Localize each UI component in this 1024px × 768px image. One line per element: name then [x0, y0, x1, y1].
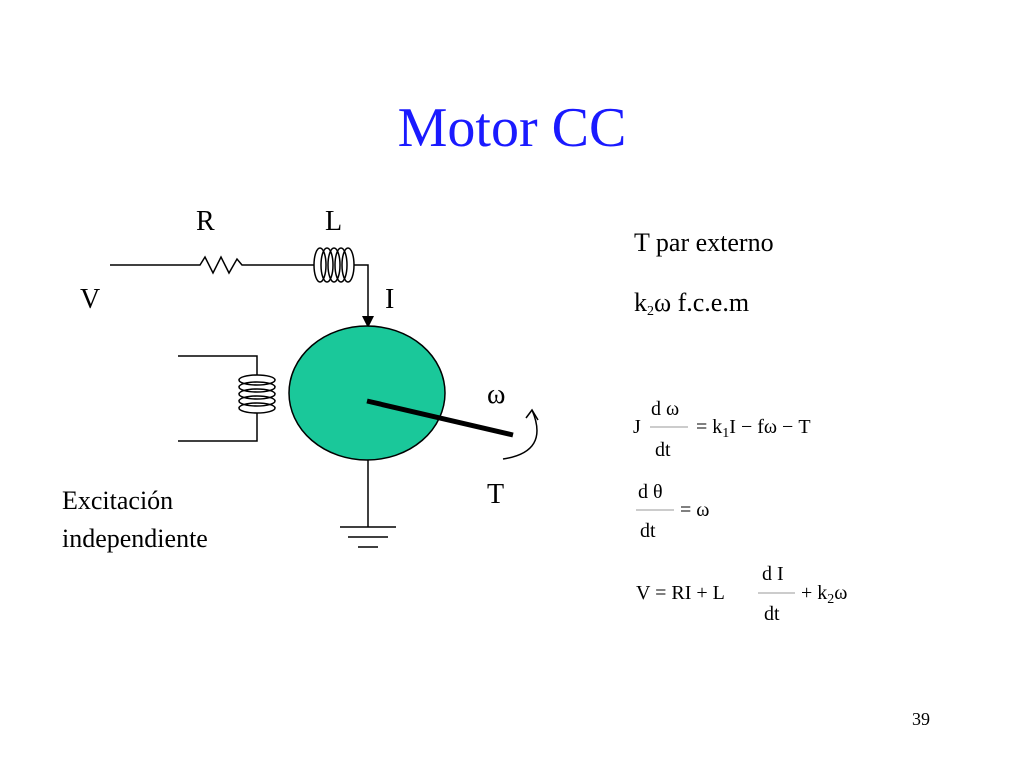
- note-back-emf-sub: 2: [647, 304, 654, 319]
- wire-l-to-armature: [354, 264, 369, 318]
- eq2-numerator: d θ: [638, 481, 663, 503]
- excitation-wire-bottom: [178, 413, 258, 442]
- rotation-arrowhead: [525, 408, 539, 421]
- eq3-rhs: + k2ω: [801, 582, 847, 608]
- inductor-symbol: [313, 247, 355, 283]
- current-arrow: [362, 316, 374, 328]
- eq2-denominator: dt: [640, 520, 656, 542]
- armature-rotor: [288, 325, 446, 461]
- eq3-end: ω: [834, 582, 848, 604]
- eq1-numerator: d ω: [651, 398, 680, 420]
- note-external-torque: T par externo: [634, 228, 774, 257]
- current-label: I: [385, 284, 395, 315]
- eq1-denominator: dt: [655, 439, 671, 461]
- note-back-emf-rest: ω f.c.e.m: [654, 288, 750, 317]
- eq1-equals: =: [696, 416, 708, 438]
- eq2-rhs: = ω: [680, 499, 710, 521]
- eq1-k-sub: 1: [722, 426, 730, 441]
- excitation-coil-symbol: [238, 374, 276, 414]
- eq3-k-sub: 2: [827, 592, 835, 607]
- excitation-label-line2: independiente: [62, 524, 208, 553]
- inductor-label: L: [325, 206, 343, 237]
- page-number: 39: [912, 709, 930, 729]
- eq1-rest: I − fω − T: [729, 416, 811, 438]
- eq3-denominator: dt: [764, 603, 780, 625]
- note-back-emf: k2ω f.c.e.m: [634, 286, 749, 329]
- eq3-lhs: V = RI + L: [636, 582, 725, 604]
- eq3-plus-k: + k: [801, 582, 828, 604]
- torque-label: T: [487, 479, 505, 510]
- excitation-label-line1: Excitación: [62, 486, 174, 515]
- eq1-k: k: [712, 416, 723, 438]
- eq1-rhs: = k1I − fω − T: [696, 416, 811, 442]
- eq1-J: J: [633, 416, 641, 438]
- excitation-wire: [178, 355, 258, 375]
- note-back-emf-k: k: [634, 288, 647, 317]
- slide-title: Motor CC: [397, 97, 627, 159]
- omega-label: ω: [487, 379, 506, 410]
- rotor-shaft: [366, 398, 514, 438]
- resistor-symbol: [186, 255, 256, 275]
- voltage-label: V: [80, 284, 101, 315]
- ground-symbol: [340, 526, 396, 548]
- eq3-numerator: d I: [762, 563, 784, 585]
- resistor-label: R: [196, 206, 215, 237]
- rotation-arrow: [502, 409, 538, 460]
